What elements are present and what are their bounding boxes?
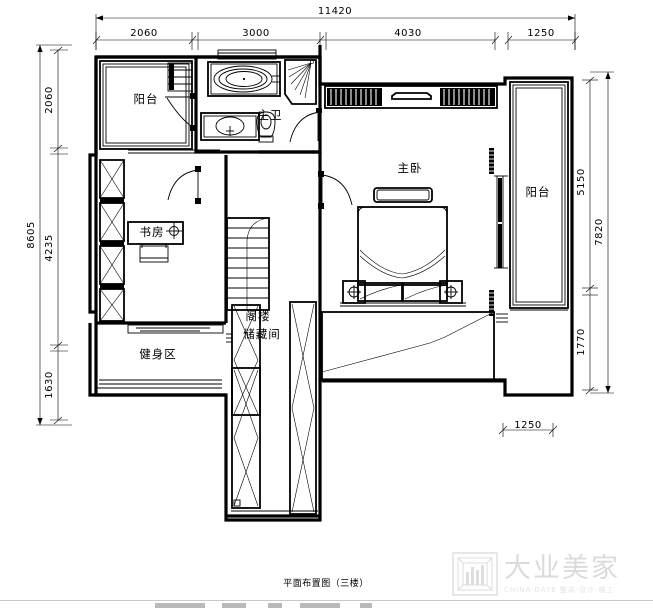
strip-chip bbox=[222, 603, 246, 608]
label-attic-line1: 阁楼 bbox=[246, 309, 271, 323]
drawing-title: 平面布置图（三楼） bbox=[283, 577, 369, 589]
dim-right-seg-2: 1770 bbox=[576, 328, 587, 355]
room-balcony-left bbox=[99, 60, 220, 154]
dim-left-overall: 8605 bbox=[26, 221, 37, 248]
dim-left-seg-2: 4235 bbox=[44, 234, 55, 261]
room-labels: 阳台 主卫 书房 主卧 阳台 健身区 阁楼 储藏间 bbox=[134, 92, 551, 361]
strip-chip bbox=[268, 603, 282, 608]
dim-right-overall: 7820 bbox=[594, 218, 605, 245]
sloped-ceiling-zone bbox=[226, 311, 508, 383]
dim-top-seg-2: 3000 bbox=[242, 28, 269, 39]
dim-left-seg-1: 2060 bbox=[44, 86, 55, 113]
room-study bbox=[96, 159, 226, 334]
label-balcony-right: 阳台 bbox=[526, 185, 551, 199]
ceiling-light-icon bbox=[166, 223, 182, 239]
dim-right-seg-1: 5150 bbox=[576, 168, 587, 195]
dim-top-overall: 11420 bbox=[318, 6, 352, 17]
top-dimension-chain: 11420 2060 3000 4030 1250 bbox=[92, 6, 580, 50]
label-study: 书房 bbox=[140, 225, 165, 239]
dim-bottom-right: 1250 bbox=[514, 420, 541, 431]
right-dimension-chain: 7820 5150 1770 bbox=[576, 71, 614, 395]
label-master-bedroom: 主卧 bbox=[398, 161, 423, 175]
room-balcony-right bbox=[509, 81, 569, 311]
dim-top-seg-3: 4030 bbox=[394, 28, 421, 39]
dim-top-seg-1: 2060 bbox=[130, 28, 157, 39]
building-outline bbox=[88, 45, 574, 522]
strip-chip bbox=[360, 603, 372, 608]
label-balcony-left: 阳台 bbox=[134, 92, 159, 106]
left-dimension-chain: 8605 2060 4235 1630 bbox=[26, 44, 72, 426]
bottom-strip bbox=[0, 600, 653, 610]
label-gym: 健身区 bbox=[139, 347, 177, 361]
bedroom-wardrobe-band bbox=[324, 85, 498, 109]
bottom-right-dimension: 1250 bbox=[498, 420, 558, 437]
label-attic-line2: 储藏间 bbox=[243, 327, 281, 341]
strip-chip bbox=[155, 603, 205, 608]
room-attic-storage bbox=[226, 301, 320, 518]
dim-left-seg-3: 1630 bbox=[44, 371, 55, 398]
label-master-bath: 主卫 bbox=[258, 108, 283, 122]
dim-top-seg-4: 1250 bbox=[527, 28, 554, 39]
staircase bbox=[224, 152, 322, 380]
room-master-bath bbox=[194, 49, 322, 154]
room-gym bbox=[88, 323, 226, 397]
strip-chip bbox=[300, 603, 340, 608]
room-master-bedroom bbox=[318, 148, 508, 316]
study-wardrobes bbox=[99, 159, 125, 322]
